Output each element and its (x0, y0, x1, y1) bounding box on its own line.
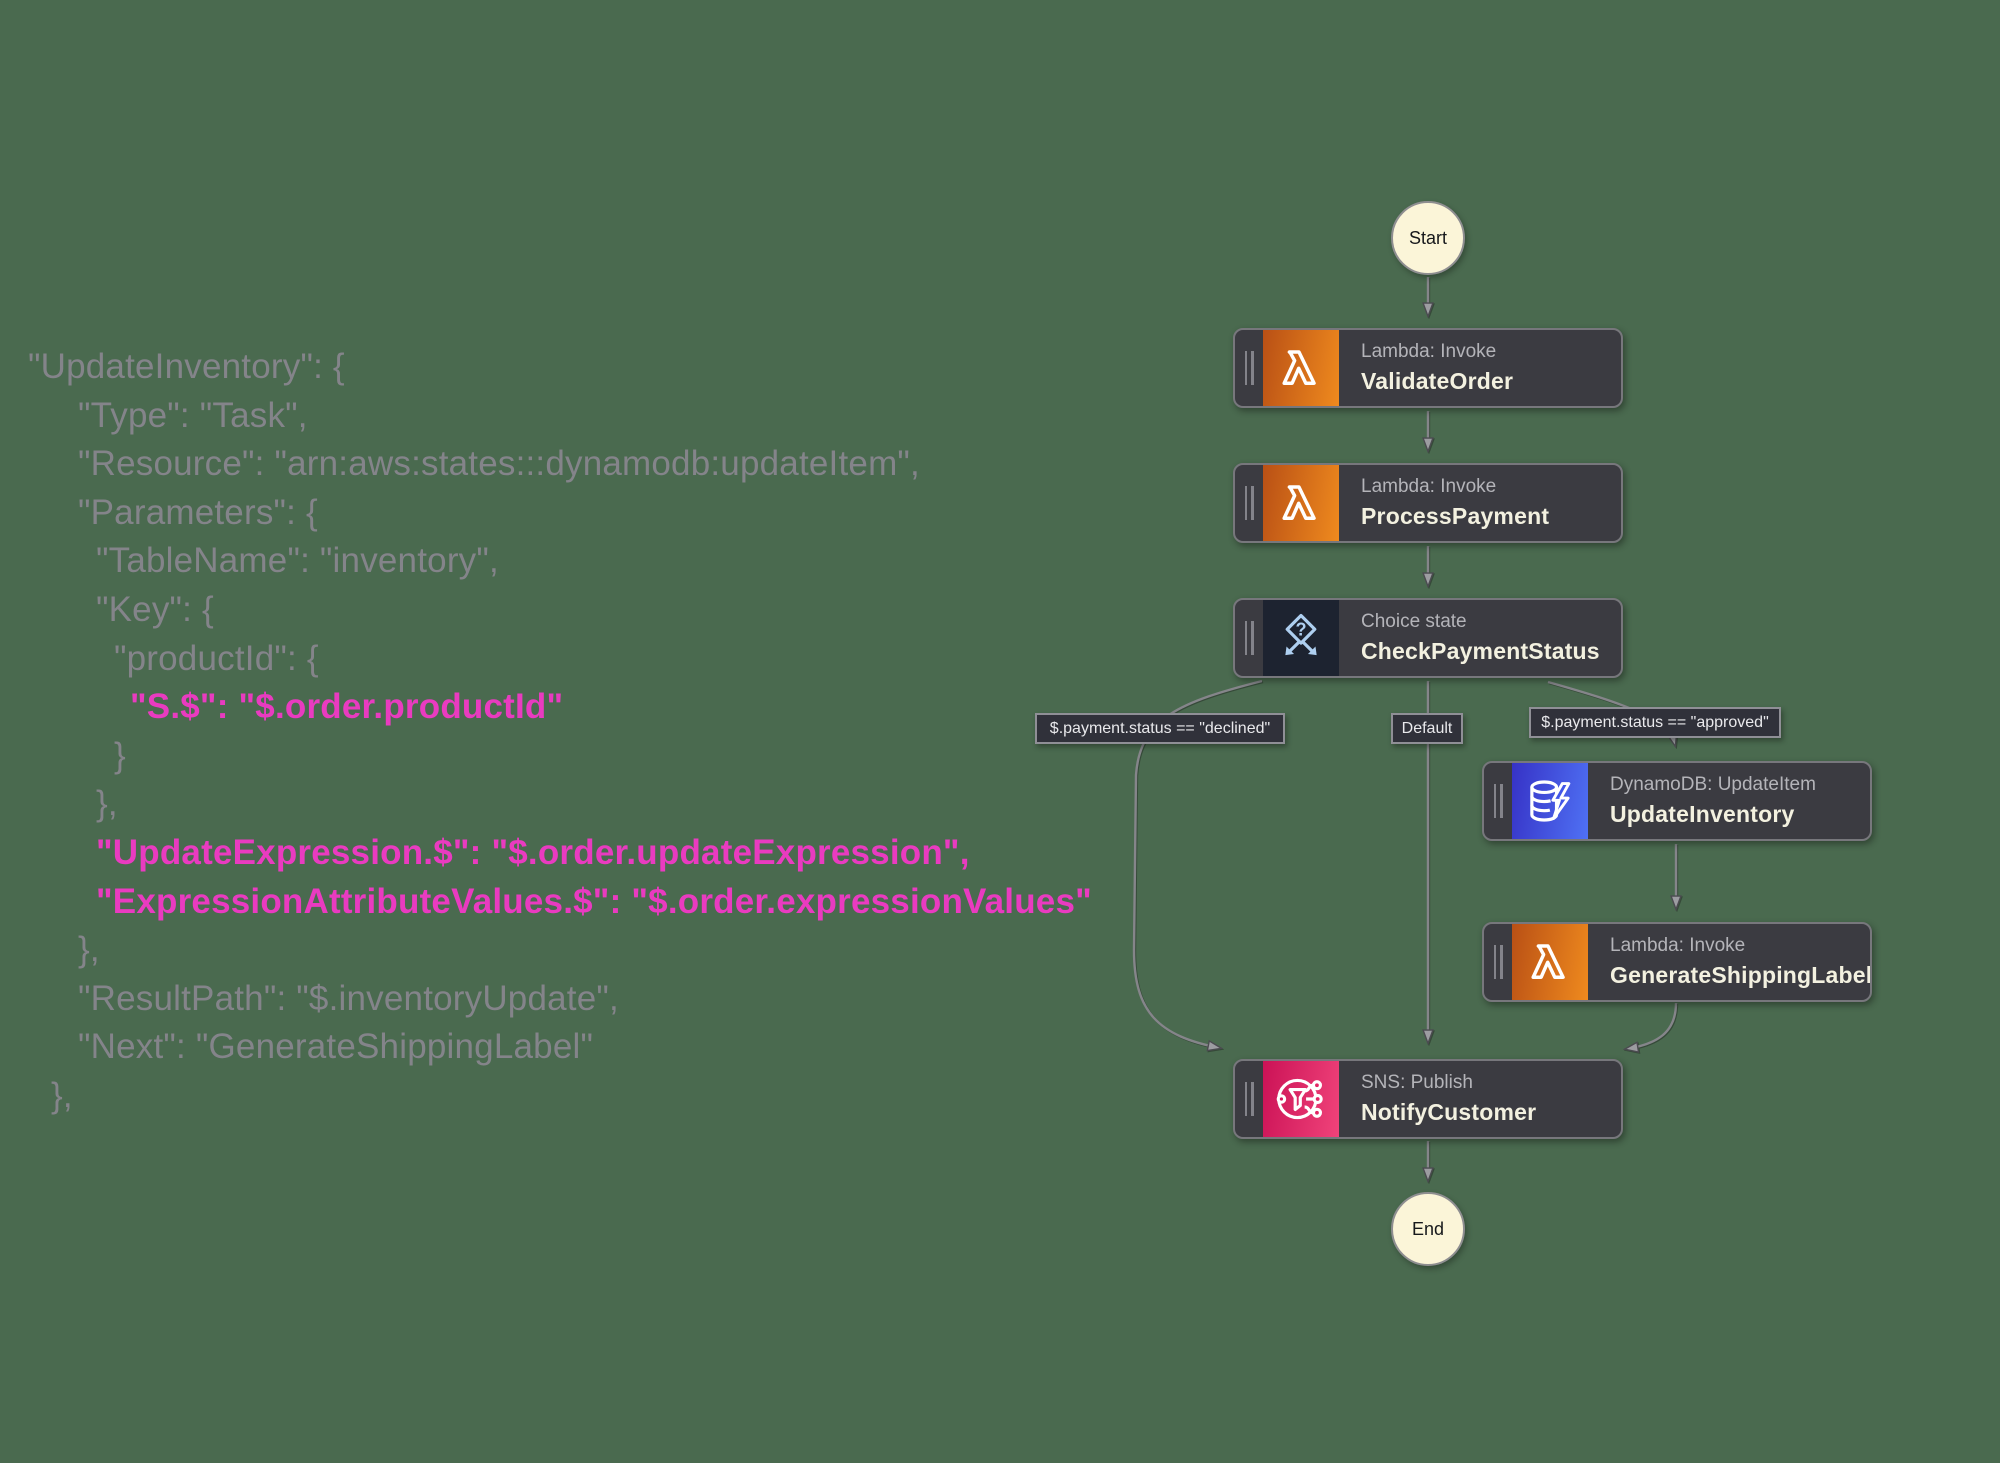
drag-handle[interactable] (1235, 600, 1263, 676)
node-service: Choice state (1361, 611, 1467, 632)
code-line-16: }, (51, 1075, 73, 1115)
edge-label-text: $.payment.status == "approved" (1541, 713, 1769, 731)
node-process-payment[interactable]: Lambda: Invoke ProcessPayment (1233, 463, 1623, 543)
node-name: ProcessPayment (1361, 503, 1550, 529)
edge-generateshippinglabel-to-notifycustomer (1626, 1002, 1678, 1049)
node-validate-order[interactable]: Lambda: Invoke ValidateOrder (1233, 328, 1623, 408)
node-name: NotifyCustomer (1361, 1099, 1537, 1125)
node-name: CheckPaymentStatus (1361, 638, 1600, 664)
code-line-12: "ExpressionAttributeValues.$": "$.order.… (96, 881, 1092, 921)
svg-text:?: ? (1295, 620, 1306, 640)
code-line-6: "Key": { (96, 589, 214, 629)
code-line-14: "ResultPath": "$.inventoryUpdate", (78, 978, 619, 1018)
sns-icon (1263, 1061, 1339, 1137)
node-name: ValidateOrder (1361, 368, 1514, 394)
edge-label-declined: $.payment.status == "declined" (1035, 713, 1285, 744)
start-node: Start (1391, 201, 1465, 275)
code-line-13: }, (78, 930, 100, 970)
edge-label-text: $.payment.status == "declined" (1049, 719, 1271, 737)
code-line-9: } (114, 735, 126, 775)
code-line-8: "S.$": "$.order.productId" (130, 687, 564, 727)
lambda-icon (1263, 330, 1339, 406)
edge-label-approved: $.payment.status == "approved" (1529, 707, 1781, 738)
node-service: Lambda: Invoke (1361, 341, 1497, 362)
edge-label-default: Default (1391, 713, 1463, 744)
node-service: SNS: Publish (1361, 1072, 1473, 1093)
drag-handle[interactable] (1484, 763, 1512, 839)
code-line-15: "Next": "GenerateShippingLabel" (78, 1027, 594, 1067)
code-line-11: "UpdateExpression.$": "$.order.updateExp… (96, 832, 970, 872)
code-line-5: "TableName": "inventory", (96, 541, 499, 581)
node-notify-customer[interactable]: SNS: Publish NotifyCustomer (1233, 1059, 1623, 1139)
dynamodb-icon (1512, 763, 1588, 839)
drag-handle[interactable] (1235, 330, 1263, 406)
node-service: DynamoDB: UpdateItem (1610, 774, 1816, 795)
drag-handle[interactable] (1484, 924, 1512, 1000)
node-service: Lambda: Invoke (1610, 935, 1746, 956)
edge-declined-to-notifycustomer (1132, 679, 1263, 1048)
code-line-4: "Parameters": { (78, 492, 318, 532)
node-check-payment-status[interactable]: ? Choice state CheckPaymentStatus (1233, 598, 1623, 678)
node-name: UpdateInventory (1610, 801, 1795, 827)
end-label: End (1411, 1218, 1445, 1239)
code-line-10: }, (96, 784, 118, 824)
lambda-icon (1512, 924, 1588, 1000)
node-update-inventory[interactable]: DynamoDB: UpdateItem UpdateInventory (1482, 761, 1872, 841)
state-json-code: "UpdateInventory": { "Type": "Task", "Reso… (0, 343, 1100, 1121)
start-label: Start (1408, 227, 1447, 248)
drag-handle[interactable] (1235, 465, 1263, 541)
drag-handle[interactable] (1235, 1061, 1263, 1137)
node-generate-shipping-label[interactable]: Lambda: Invoke GenerateShippingLabel (1482, 922, 1872, 1002)
code-line-3: "Resource": "arn:aws:states:::dynamodb:u… (78, 444, 920, 484)
choice-icon: ? (1263, 600, 1339, 676)
code-line-7: "productId": { (114, 638, 319, 678)
node-service: Lambda: Invoke (1361, 476, 1497, 497)
lambda-icon (1263, 465, 1339, 541)
end-node: End (1391, 1192, 1465, 1266)
edge-label-text: Default (1401, 719, 1453, 737)
code-line-2: "Type": "Task", (78, 395, 308, 435)
code-line-1: "UpdateInventory": { (28, 347, 345, 386)
node-name: GenerateShippingLabel (1610, 962, 1872, 988)
